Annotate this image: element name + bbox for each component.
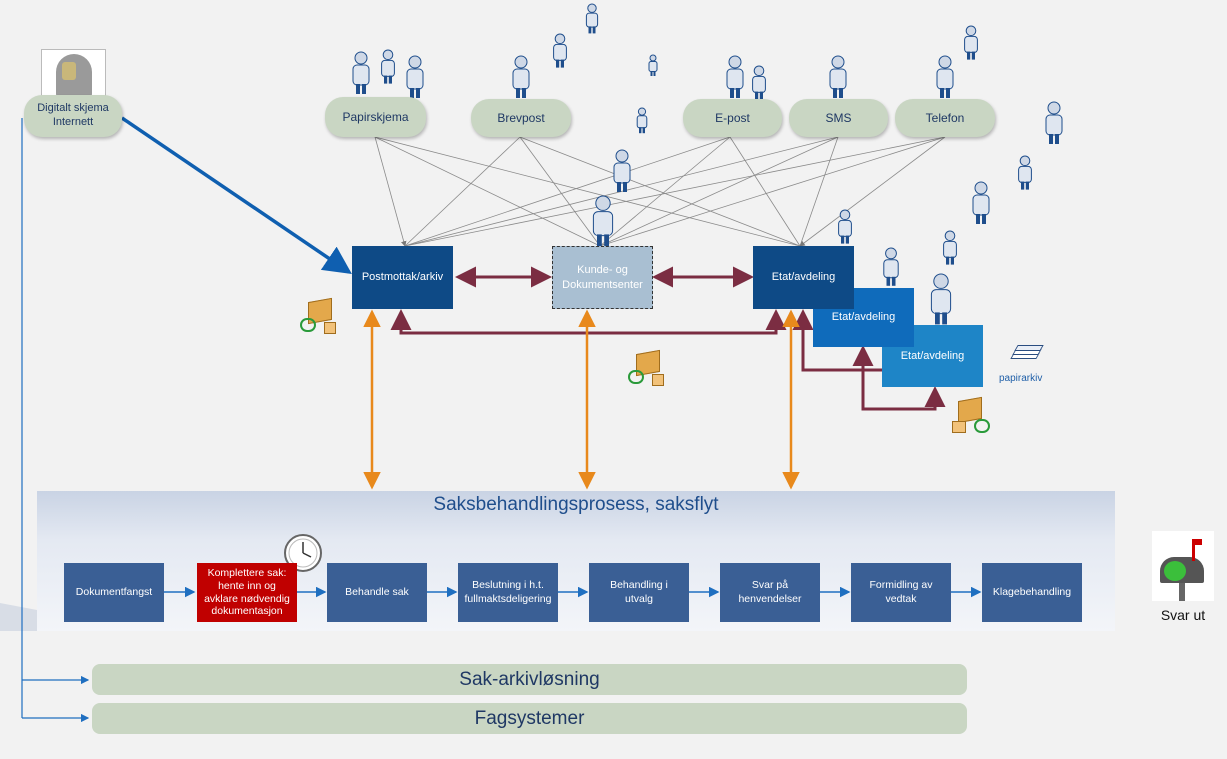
step-label-1: Beslutning i h.t. <box>472 578 544 591</box>
step-label: Dokumentfangst <box>75 585 153 598</box>
step-label-3: avklare nødvendig <box>204 592 290 605</box>
person-icon <box>1045 101 1063 144</box>
process-title: Saksbehandlingsprosess, saksflyt <box>433 494 719 515</box>
fagsystemer-bar[interactable]: Fagsystemer <box>92 703 967 734</box>
bar-label: Sak-arkivløsning <box>459 668 600 690</box>
step-label-4: dokumentasjon <box>211 605 283 618</box>
person-icon <box>943 230 957 265</box>
svar-ut-label: Svar ut <box>1160 607 1206 623</box>
digital-schema-pill[interactable]: Digitalt skjema Internett <box>24 95 122 137</box>
paper-stack-icon <box>1010 345 1044 363</box>
person-icon <box>406 55 424 98</box>
channel-epost[interactable]: E-post <box>683 99 782 137</box>
step-label: Klagebehandling <box>992 585 1072 598</box>
channel-label: E-post <box>715 111 750 125</box>
person-icon <box>1018 155 1032 190</box>
node-label: Etat/avdeling <box>771 271 836 284</box>
channel-papirskjema[interactable]: Papirskjema <box>325 97 426 137</box>
digital-line1: Digitalt skjema <box>37 102 109 115</box>
step-label-1: Formidling av <box>869 578 933 591</box>
orange-arrows <box>363 309 800 490</box>
channel-label: SMS <box>825 111 852 125</box>
person-icon <box>648 54 658 76</box>
step-label-2: fullmaktsdeligering <box>464 592 552 605</box>
person-icon <box>936 55 954 98</box>
step-label-2: vedtak <box>885 592 917 605</box>
left-connector <box>21 118 90 723</box>
laptop-user-icon <box>41 49 106 101</box>
person-icon <box>883 247 899 286</box>
channel-sms[interactable]: SMS <box>789 99 888 137</box>
channel-label: Brevpost <box>497 111 545 125</box>
person-icon <box>829 55 847 98</box>
step-label: Behandle sak <box>345 585 409 598</box>
person-icon <box>352 51 370 94</box>
bar-label: Fagsystemer <box>474 707 585 729</box>
person-icon <box>613 149 631 192</box>
package-icon <box>948 395 992 439</box>
step-klagebehandling[interactable]: Klagebehandling <box>982 563 1082 622</box>
node-postmottak[interactable]: Postmottak/arkiv <box>352 246 453 309</box>
channel-lines <box>374 136 946 247</box>
mailbox-icon <box>1152 531 1214 601</box>
step-dokumentfangst[interactable]: Dokumentfangst <box>64 563 164 622</box>
clock-icon <box>284 534 322 572</box>
step-label-2: henvendelser <box>738 592 802 605</box>
node-label: Etat/avdeling <box>831 311 896 324</box>
step-formidling[interactable]: Formidling av vedtak <box>851 563 951 622</box>
person-icon <box>553 33 567 68</box>
channel-label: Papirskjema <box>342 110 409 124</box>
node-label-1: Kunde- og <box>577 263 628 276</box>
papirarkiv-label: papirarkiv <box>999 373 1043 384</box>
person-icon <box>592 195 614 247</box>
step-label-1: Svar på <box>751 578 789 591</box>
step-label-2: utvalg <box>624 592 654 605</box>
package-icon <box>626 348 670 390</box>
person-icon <box>585 3 599 34</box>
step-behandle-sak[interactable]: Behandle sak <box>327 563 427 622</box>
sak-arkiv-bar[interactable]: Sak-arkivløsning <box>92 664 967 695</box>
step-svar[interactable]: Svar på henvendelser <box>720 563 820 622</box>
person-icon <box>512 55 530 98</box>
channel-brevpost[interactable]: Brevpost <box>471 99 571 137</box>
digital-arrow <box>121 116 352 274</box>
person-icon <box>930 273 952 325</box>
person-icon <box>838 209 852 244</box>
step-label-1: Komplettere sak: <box>207 567 287 580</box>
person-icon <box>972 181 990 224</box>
package-icon <box>298 296 342 338</box>
person-icon <box>964 25 978 60</box>
step-komplettere[interactable]: Komplettere sak: hente inn og avklare nø… <box>197 563 297 622</box>
person-icon <box>636 107 648 134</box>
step-beslutning[interactable]: Beslutning i h.t. fullmaktsdeligering <box>458 563 558 622</box>
person-icon <box>726 55 744 98</box>
step-label-1: Behandling i <box>610 578 668 591</box>
channel-label: Telefon <box>925 111 965 125</box>
digital-line2: Internett <box>52 116 94 128</box>
node-kundesenter[interactable]: Kunde- og Dokumentsenter <box>552 246 653 309</box>
person-icon <box>381 49 395 84</box>
node-label: Postmottak/arkiv <box>361 271 444 284</box>
step-behandling-utvalg[interactable]: Behandling i utvalg <box>589 563 689 622</box>
node-label-2: Dokumentsenter <box>562 278 643 291</box>
person-icon <box>752 65 766 100</box>
step-label-2: hente inn og <box>218 579 276 592</box>
channel-telefon[interactable]: Telefon <box>895 99 995 137</box>
node-label: Etat/avdeling <box>900 349 965 362</box>
node-etat-1[interactable]: Etat/avdeling <box>753 246 854 309</box>
